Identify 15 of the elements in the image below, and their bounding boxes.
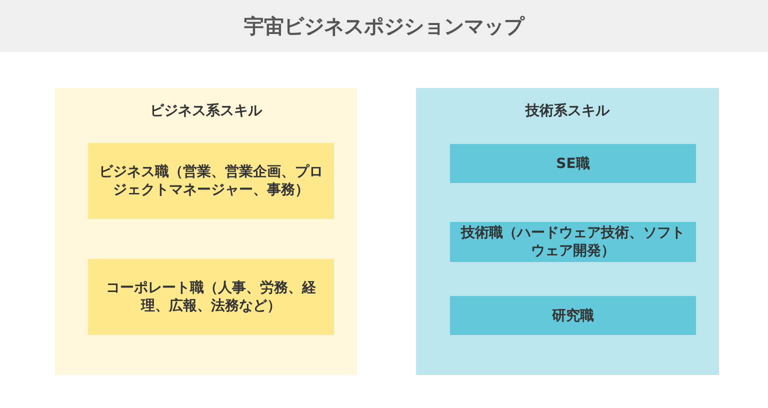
job-label: ビジネス職（営業、営業企画、プロジェクトマネージャー、事務）	[98, 163, 324, 199]
job-label: SE職	[556, 154, 590, 172]
job-box	[450, 144, 696, 183]
job-box	[450, 222, 696, 262]
job-label: 研究職	[552, 306, 594, 324]
job-box	[450, 296, 696, 335]
job-label: コーポレート職（人事、労務、経理、広報、法務など）	[105, 279, 317, 315]
category-panel	[55, 88, 357, 375]
panel-heading: 技術系スキル	[524, 102, 611, 121]
category-panel	[416, 88, 719, 375]
title: 宇宙ビジネスポジションマップ	[244, 13, 524, 40]
job-label: 技術職（ハードウェア技術、ソフトウェア開発）	[460, 224, 686, 260]
panel-heading: ビジネス系スキル	[149, 102, 264, 121]
job-box	[88, 259, 334, 335]
job-box	[88, 143, 334, 219]
